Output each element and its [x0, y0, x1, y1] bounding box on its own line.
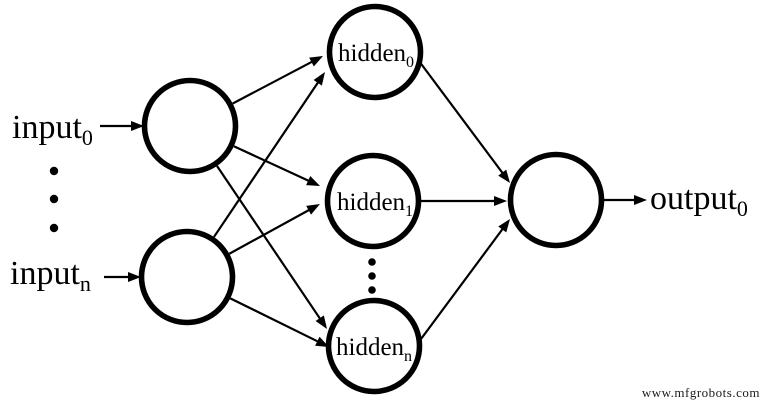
input-0-label: input0	[12, 109, 93, 150]
watermark-text: www.mfgrobots.com	[641, 385, 760, 400]
hidden-n-node-label: hiddenn	[336, 334, 412, 365]
edge-input-n-node-to-hidden-n-node-arrowhead-icon	[315, 336, 329, 347]
hidden-n-node	[325, 297, 423, 395]
hidden-ellipsis-dot-2	[368, 286, 376, 294]
edge-input-n-node-to-hidden-n-node-line	[229, 297, 319, 343]
edge-input-n-node-to-hidden-0-node-arrowhead-icon	[313, 72, 325, 86]
input-n-arrow-arrowhead-icon	[128, 272, 141, 282]
hidden-ellipsis-dot-1	[368, 272, 376, 280]
hidden-1-node	[324, 152, 422, 250]
edge-hidden-1-node-to-output-node-arrowhead-icon	[494, 196, 507, 206]
input-n-node	[138, 228, 236, 326]
edge-input-0-node-to-hidden-n-node-line	[216, 165, 322, 320]
input-0-arrow-arrowhead-icon	[131, 121, 144, 131]
hidden-1-node-label: hidden1	[337, 189, 413, 220]
input-ellipsis-dot-0	[49, 166, 59, 176]
edge-hidden-n-node-to-output-node-line	[420, 227, 504, 340]
output-0-label: output0	[650, 180, 748, 221]
edge-input-0-node-to-hidden-0-node-arrowhead-icon	[309, 56, 323, 67]
hidden-0-node	[326, 3, 424, 101]
edge-hidden-0-node-to-output-node-line	[418, 60, 504, 175]
edge-input-0-node-to-hidden-1-node-line	[233, 145, 310, 182]
edge-hidden-n-node-to-output-node-arrowhead-icon	[498, 219, 510, 233]
edge-input-0-node-to-hidden-1-node-arrowhead-icon	[306, 176, 320, 186]
edge-input-0-node-to-hidden-0-node-line	[232, 60, 313, 105]
output-node	[507, 151, 605, 249]
input-n-label: inputn	[10, 255, 91, 296]
input-0-node	[141, 77, 239, 175]
edge-input-n-node-to-hidden-1-node-line	[228, 208, 311, 255]
hidden-ellipsis-dot-0	[368, 258, 376, 266]
input-ellipsis-dot-1	[49, 194, 59, 204]
hidden-0-node-label: hidden0	[338, 40, 414, 71]
input-ellipsis-dot-2	[49, 223, 59, 233]
edge-input-0-node-to-hidden-n-node-arrowhead-icon	[315, 315, 327, 329]
edge-input-n-node-to-hidden-0-node-line	[213, 81, 320, 238]
edge-hidden-0-node-to-output-node-arrowhead-icon	[498, 169, 510, 183]
output-0-arrow-arrowhead-icon	[634, 195, 647, 205]
edge-input-n-node-to-hidden-1-node-arrowhead-icon	[306, 204, 320, 215]
